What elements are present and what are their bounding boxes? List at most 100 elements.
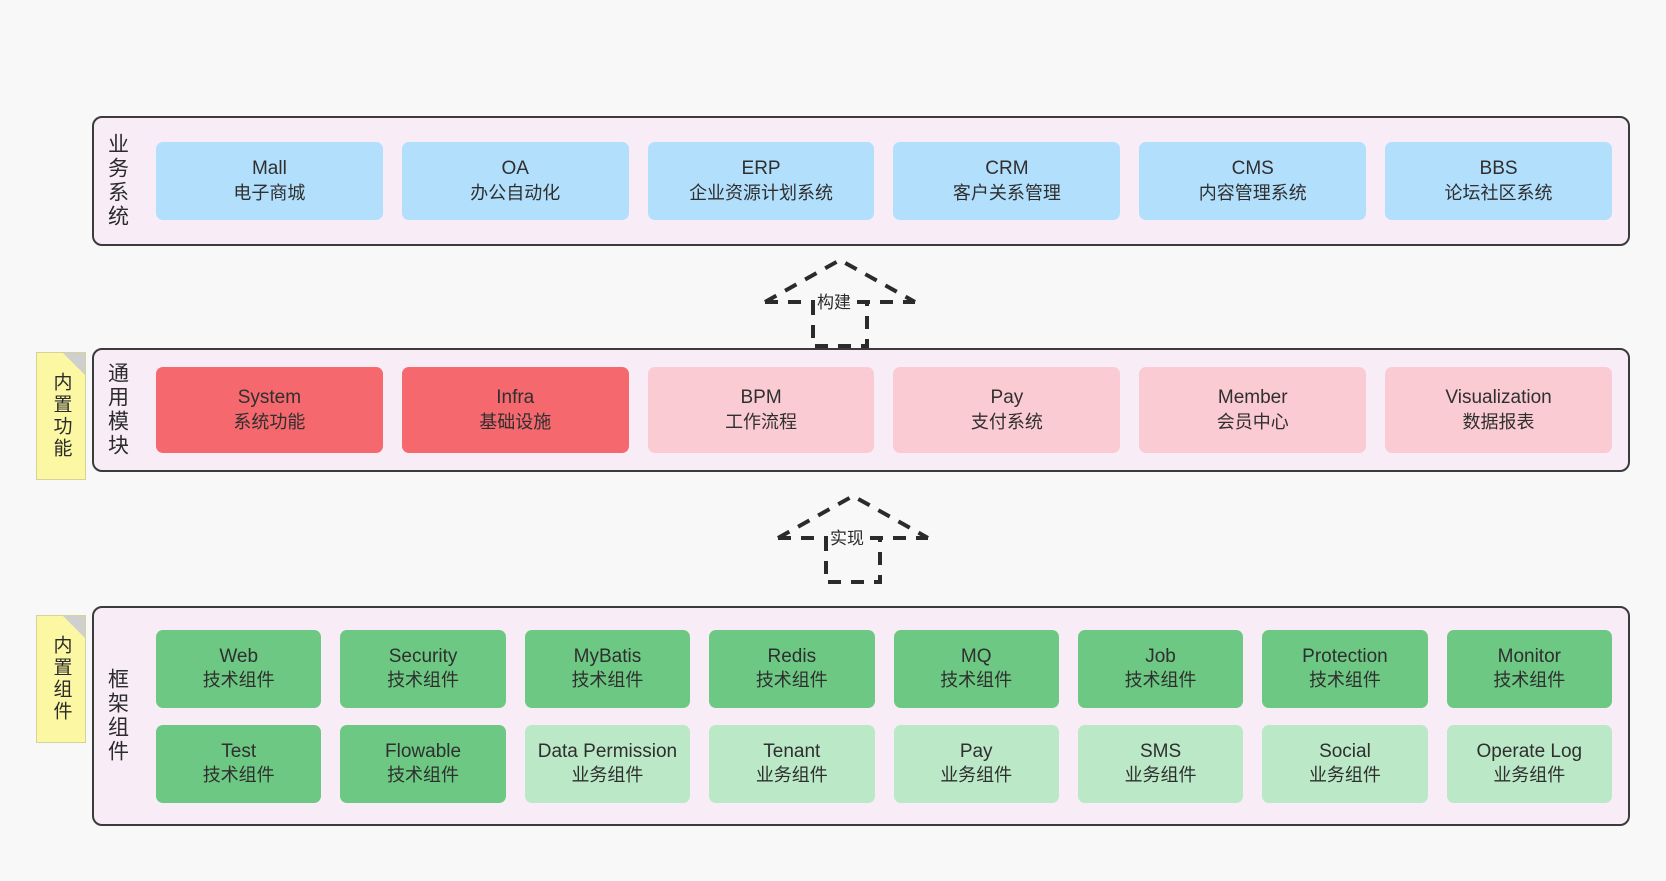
build-arrow: 构建 [755, 250, 925, 350]
card-subtitle: 技术组件 [387, 670, 460, 691]
build-arrow-label: 构建 [815, 288, 853, 313]
card-social[interactable]: Social 业务组件 [1262, 724, 1428, 803]
card-job[interactable]: Job 技术组件 [1077, 629, 1244, 708]
implement-arrow-shaft [824, 538, 882, 584]
business-system-layer-title: 业务系统 [105, 133, 129, 229]
card-subtitle: 技术组件 [1308, 670, 1381, 691]
card-operate-log[interactable]: Operate Log 业务组件 [1446, 724, 1612, 803]
card-subtitle: 技术组件 [940, 670, 1013, 691]
card-title: OA [501, 158, 529, 180]
card-mq[interactable]: MQ 技术组件 [893, 629, 1059, 708]
card-subtitle: 技术组件 [1493, 670, 1566, 691]
card-title: Data Permission [537, 740, 678, 762]
card-title: MQ [960, 645, 992, 667]
card-subtitle: 办公自动化 [470, 182, 561, 203]
card-protection[interactable]: Protection 技术组件 [1262, 629, 1428, 708]
builtin-component-note: 内置组件 [36, 615, 86, 743]
implement-arrow-svg [777, 493, 929, 584]
builtin-component-note-label: 内置组件 [50, 635, 72, 723]
card-title: MyBatis [573, 645, 642, 667]
card-subtitle: 工作流程 [725, 411, 798, 432]
card-subtitle: 业务组件 [571, 765, 644, 786]
card-title: Test [221, 740, 257, 762]
card-title: Monitor [1497, 645, 1561, 667]
card-subtitle: 基础设施 [479, 411, 552, 432]
card-subtitle: 业务组件 [940, 765, 1013, 786]
card-subtitle: 支付系统 [970, 411, 1043, 432]
card-web[interactable]: Web 技术组件 [156, 629, 322, 708]
build-arrow-shaft [811, 302, 869, 348]
card-title: Visualization [1445, 387, 1552, 409]
implement-arrow: 实现 [768, 486, 938, 586]
card-subtitle: 技术组件 [202, 670, 275, 691]
card-test[interactable]: Test 技术组件 [156, 724, 322, 803]
card-title: Web [219, 645, 259, 667]
card-title: Tenant [763, 740, 821, 762]
card-title: Pay [990, 387, 1024, 409]
card-tenant[interactable]: Tenant 业务组件 [709, 724, 875, 803]
card-subtitle: 数据报表 [1462, 411, 1535, 432]
card-title: Operate Log [1476, 740, 1583, 762]
card-monitor[interactable]: Monitor 技术组件 [1446, 629, 1612, 708]
build-arrow-head [764, 257, 916, 304]
card-title: Job [1145, 645, 1176, 667]
card-mybatis[interactable]: MyBatis 技术组件 [524, 629, 691, 708]
card-subtitle: 业务组件 [1308, 765, 1381, 786]
card-title: Redis [767, 645, 817, 667]
builtin-function-note-label: 内置功能 [50, 372, 72, 460]
card-title: Social [1319, 740, 1371, 762]
card-title: CMS [1231, 158, 1274, 180]
card-subtitle: 系统功能 [233, 411, 306, 432]
card-subtitle: 技术组件 [1124, 670, 1197, 691]
implement-arrow-label: 实现 [828, 524, 866, 549]
card-data-permission[interactable]: Data Permission 业务组件 [524, 724, 691, 803]
card-title: Flowable [385, 740, 462, 762]
card-redis[interactable]: Redis 技术组件 [709, 629, 875, 708]
card-subtitle: 内容管理系统 [1198, 182, 1307, 203]
card-subtitle: 技术组件 [571, 670, 644, 691]
card-subtitle: 客户关系管理 [952, 182, 1061, 203]
common-modules-layer-title: 通用模块 [105, 362, 129, 458]
card-title: ERP [741, 158, 781, 180]
card-title: Protection [1302, 645, 1388, 667]
card-subtitle: 会员中心 [1216, 411, 1289, 432]
card-title: Infra [496, 387, 535, 409]
card-subtitle: 业务组件 [1493, 765, 1566, 786]
card-subtitle: 论坛社区系统 [1444, 182, 1553, 203]
card-subtitle: 企业资源计划系统 [689, 182, 834, 203]
card-subtitle: 业务组件 [755, 765, 828, 786]
builtin-function-note: 内置功能 [36, 352, 86, 480]
card-title: CRM [985, 158, 1029, 180]
card-subtitle: 电子商城 [233, 182, 306, 203]
card-subtitle: 技术组件 [202, 765, 275, 786]
card-title: System [237, 387, 302, 409]
card-subtitle: 技术组件 [755, 670, 828, 691]
card-title: Mall [251, 158, 287, 180]
